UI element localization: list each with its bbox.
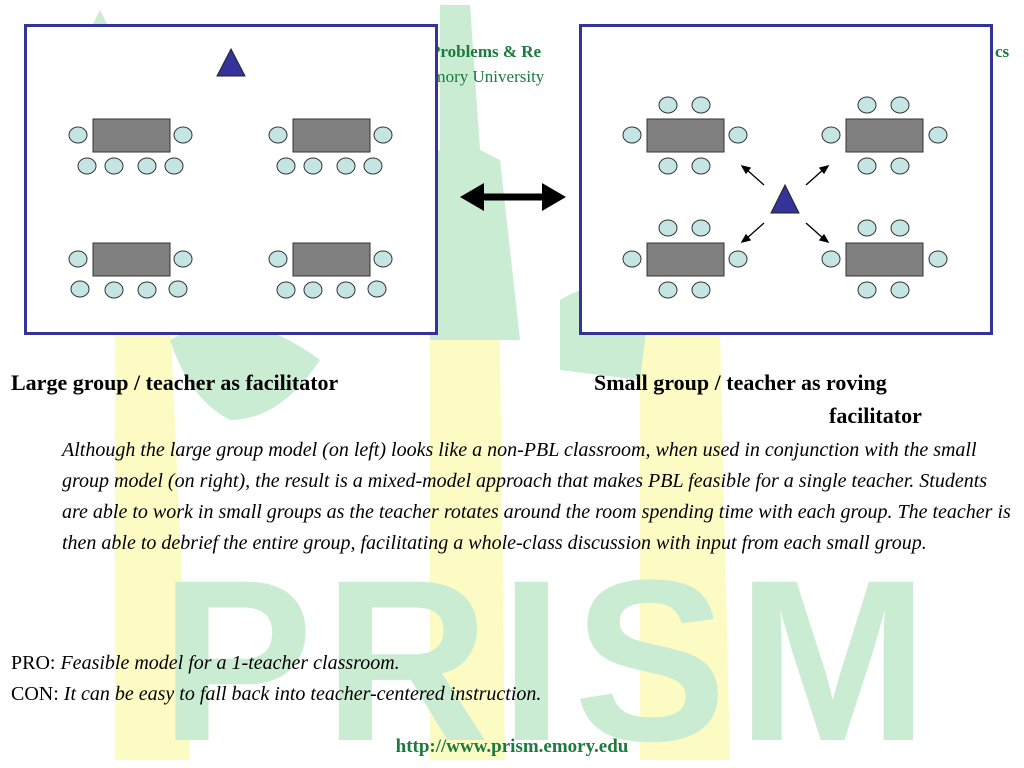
svg-text:PRISM: PRISM xyxy=(160,532,938,768)
header-title-left: Problems & Re xyxy=(430,42,542,61)
con-text: It can be easy to fall back into teacher… xyxy=(63,683,542,705)
pro-label: PRO: xyxy=(11,652,56,674)
table-group-3 xyxy=(68,242,193,299)
table-group-c xyxy=(622,219,748,299)
large-group-diagram xyxy=(24,24,438,335)
table-group-a xyxy=(622,96,748,175)
description-paragraph: Although the large group model (on left)… xyxy=(62,439,1011,554)
table-group-b xyxy=(821,96,948,175)
rotation-arrows xyxy=(740,164,830,244)
small-group-diagram xyxy=(579,24,993,335)
table-group-1 xyxy=(68,118,193,175)
table-group-4 xyxy=(268,242,393,299)
right-caption-line1: Small group / teacher as roving xyxy=(594,370,887,395)
con-label: CON: xyxy=(11,683,59,705)
teacher-triangle xyxy=(216,47,246,77)
footer-url-link[interactable]: http://www.prism.emory.edu xyxy=(395,736,629,757)
header-title-right: cs xyxy=(995,42,1010,61)
table-group-2 xyxy=(268,118,393,175)
pro-line: PRO: Feasible model for a 1-teacher clas… xyxy=(11,648,400,679)
right-caption-line2: facilitator xyxy=(829,403,922,428)
con-line: CON: It can be easy to fall back into te… xyxy=(11,679,541,710)
table-group-d xyxy=(821,219,948,299)
pro-text: Feasible model for a 1-teacher classroom… xyxy=(60,652,400,674)
left-caption: Large group / teacher as facilitator xyxy=(11,370,339,395)
teacher-triangle xyxy=(770,183,800,214)
double-arrow-icon xyxy=(460,183,566,211)
header-subtitle: Emory University xyxy=(422,67,545,86)
